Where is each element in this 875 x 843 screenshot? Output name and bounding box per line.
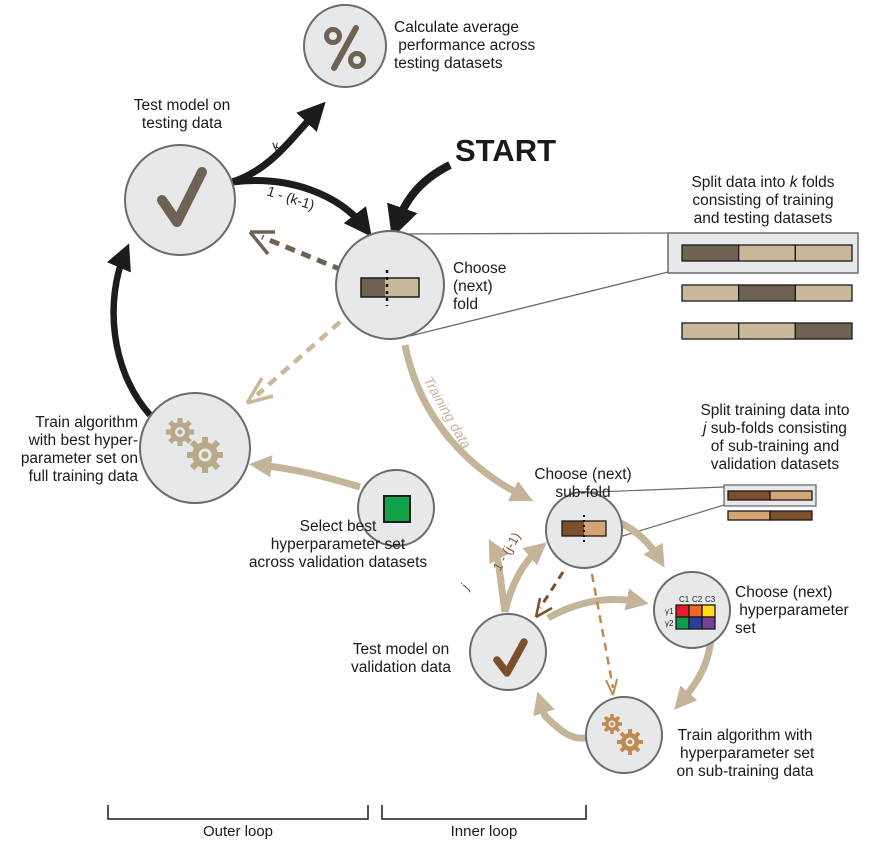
outer-split-post: folds consisting of training and testing… (692, 174, 835, 227)
fold-train-segment (738, 322, 796, 340)
callout-line-bottom (409, 271, 669, 337)
arrow-test-to-subfold (501, 542, 547, 613)
hyper-cell (701, 616, 716, 630)
subfold-train-segment (727, 510, 771, 521)
gears-icon (166, 418, 223, 473)
label-choose-fold: Choose (next) fold (453, 260, 507, 313)
subfold-validation-segment (727, 490, 771, 501)
gears-icon (602, 714, 643, 755)
arrow-select-to-train (249, 455, 362, 491)
subcallout-line-top (569, 486, 725, 494)
dashed-arrowhead-dark (248, 230, 275, 256)
dashed-arrowhead-inner-dark (534, 597, 553, 619)
inner-fold-bars (727, 490, 813, 521)
inner-split-callout (723, 484, 817, 521)
dashed-arrow-fold-to-train (255, 320, 342, 397)
hyper-col-label: C2 (692, 595, 703, 604)
outer-split-callout (667, 232, 859, 340)
outer-loop-label: Outer loop (202, 823, 274, 840)
hyper-cell (688, 604, 703, 618)
label-inner-split: Split training data into j sub-folds con… (680, 402, 870, 474)
hyper-cell (675, 616, 690, 630)
fold-test-segment (681, 244, 740, 262)
label-select-best: Select best hyperparameter set across va… (248, 518, 428, 571)
hyper-col-label: C1 (679, 595, 690, 604)
dashed-arrow-subfold-to-test (538, 571, 565, 609)
subfold-validation-segment (769, 510, 813, 521)
fold-train-segment (681, 284, 740, 302)
connectors (106, 101, 725, 742)
node-train-inner (585, 696, 663, 774)
inner-split-line2: sub-folds consisting of sub-training and… (710, 420, 847, 473)
inner-split-line1: Split training data into (700, 402, 850, 419)
edge-label-j: j (457, 581, 473, 594)
hyper-cell (675, 604, 690, 618)
fold-test-segment (794, 322, 853, 340)
dashed-arrow-subfold-to-train (590, 573, 615, 689)
start-label: START (455, 133, 557, 168)
arrow-train-to-test (106, 243, 153, 418)
fold-test-segment (738, 284, 796, 302)
hyper-cell (701, 604, 716, 618)
hyper-cell (688, 616, 703, 630)
fold-train-segment (738, 244, 796, 262)
subfold-bar-icon (561, 515, 607, 542)
fold-bar-icon (360, 270, 420, 306)
label-choose-subfold: Choose (next) sub-fold (534, 466, 632, 501)
checkmark-icon (157, 167, 207, 227)
label-test-inner: Test model on validation data (351, 641, 451, 676)
outer-fold-bars (681, 244, 853, 340)
fold-train-segment (794, 284, 853, 302)
hyper-row-label: γ1 (665, 607, 674, 616)
subfold-train-segment (769, 490, 813, 501)
node-choose-subfold (545, 491, 623, 569)
outer-split-var: k (789, 174, 798, 191)
arrow-test-to-hyper (546, 588, 649, 622)
fold-train-segment (681, 322, 740, 340)
label-choose-hyper: Choose (next) hyperparameter set (735, 584, 849, 637)
dashed-arrowhead-light (245, 377, 274, 405)
node-train-outer (139, 392, 251, 504)
label-outer-split: Split data into k folds consisting of tr… (666, 174, 860, 228)
arrow-test-to-fold (231, 177, 372, 237)
label-train-inner: Train algorithm with hyperparameter set … (676, 727, 815, 780)
arrow-start (387, 161, 452, 239)
node-choose-fold (335, 230, 445, 340)
outer-split-pre: Split data into (691, 174, 790, 191)
node-select-best (357, 469, 435, 547)
hyper-row-label: γ2 (665, 619, 674, 628)
checkmark-icon (493, 638, 528, 677)
inner-loop-bracket (381, 805, 587, 820)
hyper-col-label: C3 (705, 595, 716, 604)
node-test-outer (124, 144, 236, 256)
dashed-arrowhead-inner-light (605, 678, 618, 696)
dashed-arrow-fold-to-test (261, 234, 343, 273)
label-train-outer: Train algorithm with best hyper- paramet… (20, 414, 138, 485)
fold-train-segment (794, 244, 853, 262)
label-test-outer: Test model on testing data (133, 97, 231, 132)
green-square-icon (383, 495, 411, 523)
outer-loop-bracket (107, 805, 369, 820)
callout-line-top (389, 232, 669, 235)
node-average (303, 4, 387, 88)
inner-split-var: j (703, 420, 707, 437)
label-average: Calculate average performance across tes… (394, 19, 536, 72)
inner-loop-label: Inner loop (450, 823, 518, 840)
arrow-train-to-test-inner (533, 691, 587, 742)
arrow-training-data (401, 344, 534, 502)
percent-icon (324, 25, 366, 71)
node-test-inner (469, 613, 547, 691)
